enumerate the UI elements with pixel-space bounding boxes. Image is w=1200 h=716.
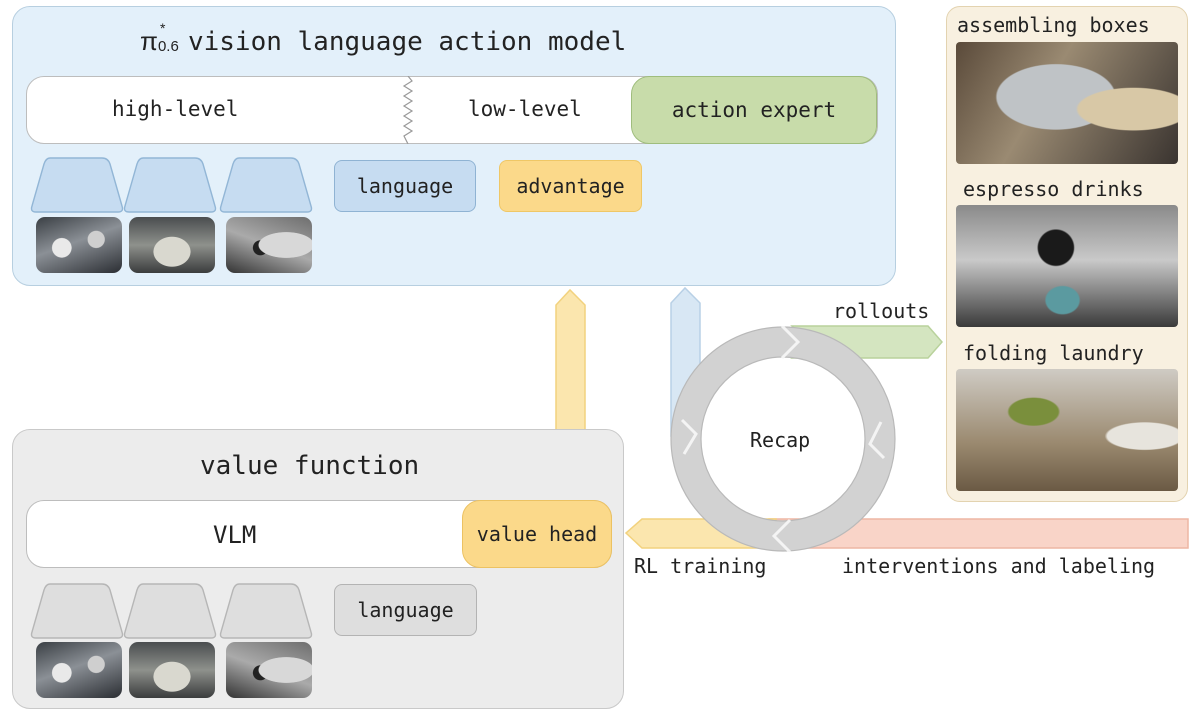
vf-language-label: language xyxy=(357,598,454,622)
vla-encoder-3 xyxy=(219,157,313,213)
task-label-espresso-drinks: espresso drinks xyxy=(963,177,1144,201)
vla-language-token: language xyxy=(334,160,476,212)
ring-chevron-4 xyxy=(680,418,698,455)
low-level-label: low-level xyxy=(468,97,582,121)
vla-camera-image-3 xyxy=(226,217,312,273)
value-function-title: value function xyxy=(200,451,420,481)
folding-laundry-photo xyxy=(956,369,1178,491)
vlm-label: VLM xyxy=(213,521,257,549)
assembling-boxes-photo xyxy=(956,42,1178,164)
vla-title-text: vision language action model xyxy=(187,27,627,57)
vla-encoder-1 xyxy=(30,157,124,213)
rl-training-label: RL training xyxy=(634,554,767,578)
vf-language-token: language xyxy=(334,584,477,636)
pi-subscript: 0.6 xyxy=(157,38,179,55)
vla-language-label: language xyxy=(356,174,454,198)
vla-encoder-2 xyxy=(123,157,217,213)
vf-image-encoders xyxy=(30,583,313,639)
pi-superscript: * xyxy=(159,20,166,36)
vf-camera-image-2 xyxy=(129,642,215,698)
interventions-label: interventions and labeling xyxy=(842,554,1156,578)
vf-encoder-1 xyxy=(30,583,124,639)
vf-encoder-2 xyxy=(123,583,217,639)
task-label-assembling-boxes: assembling boxes xyxy=(957,13,1150,37)
pi-symbol: π xyxy=(140,26,158,56)
action-expert-block: action expert xyxy=(631,76,877,144)
recap-label: Recap xyxy=(750,428,811,452)
vf-camera-image-3 xyxy=(226,642,312,698)
rollouts-label: rollouts xyxy=(833,299,930,323)
vla-title: π* 0.6 vision language action model xyxy=(140,20,627,57)
ring-chevron-1 xyxy=(780,326,801,360)
ring-chevron-3 xyxy=(771,518,792,552)
value-head-block: value head xyxy=(462,500,612,568)
recap-cycle xyxy=(670,326,896,552)
advantage-token: advantage xyxy=(499,160,642,212)
task-label-folding-laundry: folding laundry xyxy=(963,341,1144,365)
zigzag-divider xyxy=(402,76,414,144)
vla-image-encoders xyxy=(30,157,313,213)
advantage-label: advantage xyxy=(516,174,625,198)
action-expert-label: action expert xyxy=(671,98,837,122)
vla-camera-image-2 xyxy=(129,217,215,273)
ring-chevron-2 xyxy=(868,421,886,460)
value-head-label: value head xyxy=(476,522,598,546)
vf-camera-image-1 xyxy=(36,642,122,698)
advantage-arrow xyxy=(555,288,586,431)
recap-ring xyxy=(671,327,895,551)
high-level-label: high-level xyxy=(112,97,239,121)
vf-encoder-3 xyxy=(219,583,313,639)
vla-camera-image-1 xyxy=(36,217,122,273)
espresso-drinks-photo xyxy=(956,205,1178,327)
